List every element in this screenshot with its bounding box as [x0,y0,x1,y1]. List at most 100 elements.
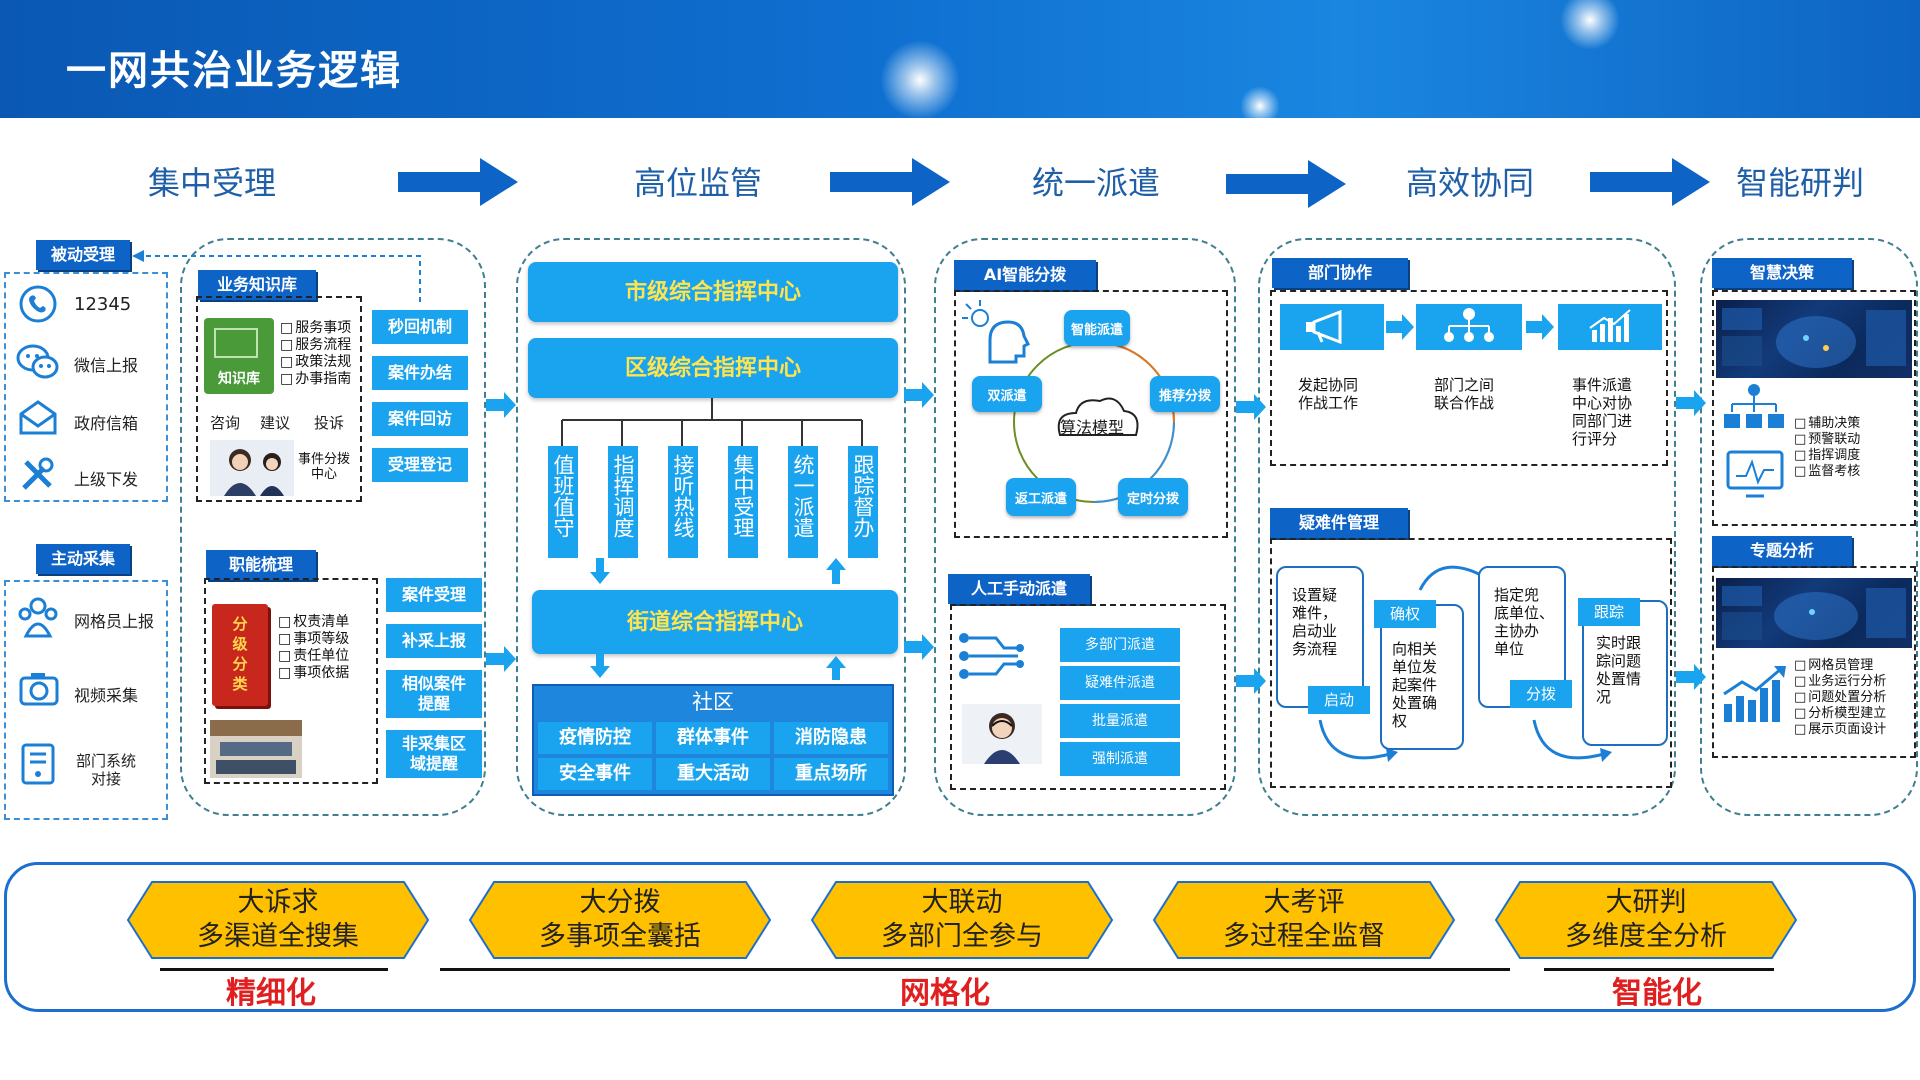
passive-label: 政府信箱 [74,414,139,433]
duty-book-label: 分级分类 [232,615,248,693]
page-title: 一网共治业务逻辑 [66,48,402,94]
column-text: 跟踪督办 [851,454,875,538]
hard-card-text: 向相关 单位发 起案件 处置确 权 [1392,640,1438,730]
hex-label: 大联动 多部门全参与 [810,880,1114,960]
duty-button[interactable]: 相似案件 提醒 [386,670,482,718]
hard-card-label: 跟踪 [1578,598,1640,626]
wechat-icon [16,342,60,386]
cycle-pill[interactable]: 定时分拨 [1118,478,1188,516]
active-tab: 主动采集 [36,544,130,574]
flow-arrow [904,634,934,660]
community-cell: 群体事件 [656,722,770,754]
category-label: 智能化 [1612,976,1702,1011]
kb-action: 咨询 [210,414,241,432]
hard-card-label: 分拨 [1510,680,1572,708]
column-text: 集中受理 [731,454,755,538]
duty-list-item: 事项依据 [278,665,349,682]
duty-column: 接听热线 [668,446,698,558]
decision-box [1712,290,1916,526]
duty-list: 权责清单 事项等级 责任单位 事项依据 [278,614,349,682]
hex-top: 大诉求 [237,887,319,918]
meeting-photo [210,720,302,778]
hex-bottom: 多过程全监督 [1223,921,1385,952]
coop-step-text: 部门之间 联合作战 [1434,376,1495,412]
duty-column: 指挥调度 [608,446,638,558]
stage-arrow [830,158,950,206]
duty-button[interactable]: 非采集区 域提醒 [386,730,482,778]
decision-list-item: 监督考核 [1794,464,1860,480]
coop-step-box [1280,304,1384,350]
cycle-pill[interactable]: 智能派遣 [1064,310,1130,346]
column-text: 统一派遣 [791,454,815,538]
manual-button[interactable]: 疑难件派遣 [1060,666,1180,700]
kb-dispatch: 事件分拨 中心 [298,452,351,482]
manual-button[interactable]: 批量派遣 [1060,704,1180,738]
monitor-icon [1726,450,1784,498]
category-label: 网格化 [900,976,990,1011]
stage-arrow [1226,160,1346,208]
cycle-pill[interactable]: 返工派遣 [1006,478,1076,516]
kb-list-item: 政策法规 [280,354,351,371]
hex-top: 大分拨 [579,887,661,918]
analysis-tab: 专题分析 [1712,536,1852,566]
dashboard-screenshot [1716,578,1912,648]
duty-list-item: 责任单位 [278,648,349,665]
kb-tab: 业务知识库 [198,270,316,300]
manual-box [950,604,1226,790]
circuit-icon [959,633,1024,679]
flow-arrow [486,392,516,418]
device-icon [20,742,56,790]
stage-arrow [1590,158,1710,206]
hex-shape [810,881,1114,959]
ai-cycle-diagram [962,300,1175,503]
hex-label: 大分拨 多事项全囊括 [468,880,772,960]
duty-button[interactable]: 补采上报 [386,624,482,658]
community-cell: 消防隐患 [774,722,888,754]
passive-box [4,272,168,502]
flow-arrow [1236,668,1266,694]
kb-button[interactable]: 受理登记 [372,448,468,482]
hex-label: 大研判 多维度全分析 [1494,880,1798,960]
mail-icon [18,400,58,440]
kb-button[interactable]: 案件办结 [372,356,468,390]
column-text: 接听热线 [671,454,695,538]
panel-collaboration [1258,238,1676,816]
passive-tab: 被动受理 [36,240,130,270]
hard-card: 向相关 单位发 起案件 处置确 权 [1380,604,1464,750]
cycle-pill[interactable]: 推荐分拨 [1150,376,1220,412]
duty-column: 集中受理 [728,446,758,558]
manual-button[interactable]: 多部门派遣 [1060,628,1180,662]
hex-bottom: 多渠道全搜集 [197,921,359,952]
kb-button[interactable]: 秒回机制 [372,310,468,344]
street-arrows [590,654,846,680]
camera-icon [18,670,60,710]
command-connectors [561,398,863,584]
decision-list-item: 辅助决策 [1794,416,1860,432]
flow-arrow [1236,394,1266,420]
active-label: 部门系统 对接 [76,752,137,788]
analysis-list-item: 网格员管理 [1794,658,1886,674]
kb-action: 建议 [260,414,291,432]
header-banner [0,0,1920,118]
kb-button[interactable]: 案件回访 [372,402,468,436]
dispatcher-photo [962,704,1042,764]
district-center: 区级综合指挥中心 [528,338,898,398]
hex-shape [1152,881,1456,959]
manual-button[interactable]: 强制派遣 [1060,742,1180,776]
kb-list-item: 服务流程 [280,337,351,354]
flow-arrow [1676,664,1706,690]
hard-card-text: 指定兜 底单位、 主协办 单位 [1494,586,1555,658]
passive-label: 微信上报 [74,356,139,375]
coop-step-box [1416,304,1522,350]
hard-card-text: 设置疑 难件， 启动业 务流程 [1292,586,1338,658]
hard-card-label: 确权 [1374,600,1436,628]
kb-list-item: 服务事项 [280,320,351,337]
active-label: 网格员上报 [74,612,155,631]
duty-button[interactable]: 案件受理 [386,578,482,612]
kb-list: 服务事项 服务流程 政策法规 办事指南 [280,320,351,388]
hex-bottom: 多维度全分析 [1565,921,1727,952]
cycle-pill[interactable]: 双派遣 [972,376,1042,412]
analysis-box [1712,566,1916,758]
decision-list-item: 预警联动 [1794,432,1860,448]
kb-book-label: 知识库 [218,371,260,387]
